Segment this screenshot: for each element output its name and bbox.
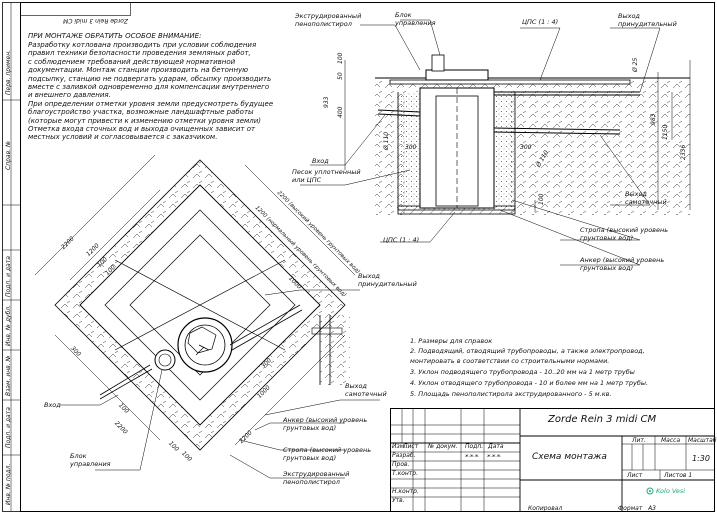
label-outlet-gravity: Выход самотечный [625, 190, 667, 207]
mass-label: Масса [661, 437, 681, 444]
company-name: Kolo Vesi [656, 487, 686, 495]
note-line: вместе с заливкой одновременно для компе… [28, 83, 270, 91]
label-control-block: Блок управления [395, 11, 436, 28]
footer-copied: Копировал [528, 505, 563, 512]
plan-view [34, 154, 380, 479]
plan-label-outlet-forced: Выход принудительный [358, 272, 417, 289]
dim: Ø 110 [383, 131, 390, 150]
col-list: Лист [403, 443, 419, 450]
section-view [300, 19, 691, 266]
dim: 100 [538, 193, 545, 205]
dim: Ø 25 [632, 57, 639, 72]
margin-label-4: Подп. и дата [5, 256, 12, 297]
lit-label: Лит. [632, 437, 646, 444]
note-line: (которые могут привести к изменению отме… [28, 116, 262, 125]
note-line: местных условий и согласовывается с зака… [28, 133, 218, 142]
top-reference: Zorde Rein 3 midi CM [63, 17, 128, 24]
general-note: 2. Подводящий, отводящий трубопроводы, а… [410, 347, 645, 355]
note-line: с соблюдением требований действующей нор… [28, 57, 236, 66]
label-outlet-forced: Выход принудительный [618, 12, 677, 29]
plan-label-eps: Экструдированный пенополистирол [283, 470, 350, 487]
sheet-label: Лист [627, 472, 643, 479]
margin-label-0: Инв. № подл. [5, 463, 12, 505]
label-eps: Экструдированный пенополистирол [295, 12, 362, 29]
role-ncontrol: Н.контр. [392, 488, 419, 495]
dim: 50 [337, 72, 344, 80]
role-developer: Разраб. [392, 452, 416, 459]
notes-heading: ПРИ МОНТАЖЕ ОБРАТИТЬ ОСОБОЕ ВНИМАНИЕ: [28, 32, 202, 40]
title-block-frame [390, 408, 715, 512]
label-inlet: Вход [312, 157, 329, 165]
note-line: При определении отметки уровня земли пре… [28, 99, 274, 108]
sheets-label: Листов 1 [664, 472, 693, 479]
plan-label-outlet-gravity: Выход самотечный [345, 382, 387, 399]
dim: 400 [337, 106, 344, 118]
label-sling: Стропа (высокий уровень грунтовых вод) [580, 226, 669, 243]
margin-label-3: Инв. № дубл. [5, 304, 12, 346]
dim: 300 [520, 144, 532, 151]
role-approver: Утв. [392, 497, 405, 504]
scale-label: Масштаб [688, 437, 717, 444]
scale-value: 1:30 [692, 454, 710, 463]
label-anchor: Анкер (высокий уровень грунтовых вод) [580, 256, 665, 273]
general-note: 5. Площадь пенополистирола экструдирован… [410, 390, 612, 398]
margin-label-2: Взам. инв. № [5, 355, 12, 396]
company-logo-icon [646, 487, 654, 495]
document-name: Zorde Rein 3 midi CM [548, 414, 657, 425]
note-line: и внешнего давления. [28, 91, 111, 100]
developer-sign: ж.ж.ж. [465, 453, 480, 458]
note-line: подсыпку, станцию не подвергать ударам, … [28, 74, 272, 83]
developer-date: ж.ж.ж. [487, 453, 502, 458]
detail-view [311, 315, 350, 385]
dim: 1150 [662, 124, 669, 140]
drawing-title: Схема монтажа [532, 452, 607, 462]
note-line: Разработку котлована производить при усл… [28, 41, 257, 49]
col-doc: № докум. [428, 443, 458, 450]
label-cps-bottom: ЦПС (1 : 4) [383, 236, 420, 244]
dim: 983 [650, 113, 657, 125]
general-note: 3. Уклон подводящего трубопровода - 10..… [410, 368, 635, 376]
general-note: 4. Уклон отводящего трубопровода - 10 и … [410, 379, 649, 387]
margin-label-6: Перв. примен. [5, 49, 12, 95]
dim: 2336 [680, 144, 687, 160]
label-cps-top: ЦПС (1 : 4) [522, 18, 559, 26]
note-line: правил техники безопасности проведения з… [28, 49, 251, 58]
plan-label-block: Блок управления [70, 452, 111, 469]
col-izm: Изм. [392, 443, 407, 450]
note-line: благоустройство участка, возможные ландш… [28, 108, 254, 117]
dim: 100 [337, 52, 344, 64]
plan-label-sling: Стропа (высокий уровень грунтовых вод) [283, 446, 372, 463]
general-note: монтировать в соответствии со строительн… [410, 357, 610, 365]
note-line: документации. Монтаж станции производить… [28, 66, 249, 75]
margin-label-1: Подп. и дата [5, 407, 12, 448]
plan-label-anchor: Анкер (высокий уровень грунтовых вод) [283, 416, 368, 433]
dim: 933 [323, 96, 330, 108]
label-sand: Песок уплотненный или ЦПС [292, 168, 361, 185]
dim: 300 [405, 144, 417, 151]
general-note: 1. Размеры для справок [410, 337, 493, 345]
footer-format: Формат А3 [618, 505, 656, 512]
role-tcontrol: Т.контр. [392, 470, 419, 477]
margin-label-5: Справ. № [5, 140, 12, 170]
col-sign: Подп. [465, 443, 484, 450]
col-date: Дата [488, 443, 504, 450]
role-checker: Пров. [392, 461, 410, 468]
plan-label-inlet: Вход [44, 401, 61, 409]
note-line: Отметка входа сточных вод и выхода очище… [28, 125, 256, 133]
